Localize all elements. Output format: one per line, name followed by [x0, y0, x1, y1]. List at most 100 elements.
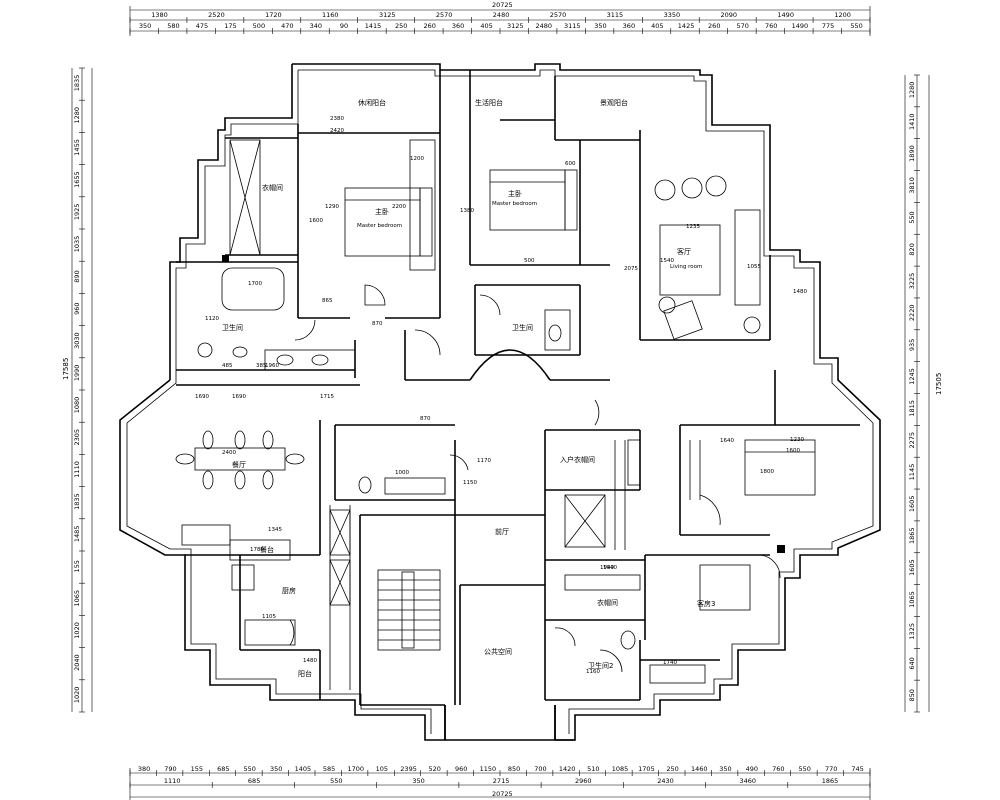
left-dim-label: 1455 — [73, 139, 81, 156]
bottom-dim-label: 585 — [323, 765, 335, 773]
top-dim-2-label: 405 — [480, 22, 492, 30]
left-dim-label: 2305 — [73, 429, 81, 446]
guest-bed — [744, 439, 816, 496]
bottom-dim-label: 510 — [587, 765, 599, 773]
bottom-dim-label: 1085 — [612, 765, 629, 773]
label-master-bedroom-en: Master bedroom — [357, 223, 402, 229]
top-dim-2-label: 500 — [253, 22, 265, 30]
left-dim-label: 155 — [73, 560, 81, 572]
interior-dim-label: 1170 — [477, 458, 491, 464]
furniture — [175, 139, 816, 684]
label-kitchen: 厨房 — [282, 586, 296, 595]
right-dim-row: 1280141018903810550820322522209351245181… — [908, 74, 920, 713]
vanity-top-left — [264, 349, 356, 371]
left-dimension-chain: 17585 1835128014551655192510358909603030… — [62, 67, 93, 713]
interior-dim-label: 1780 — [250, 547, 264, 553]
right-dimension-chain: 17505 1280141018903810550820322522209351… — [904, 74, 943, 713]
left-dim-label: 1080 — [73, 397, 81, 414]
bathtub — [221, 267, 285, 311]
right-dim-label: 550 — [908, 211, 916, 223]
right-dim-label: 1865 — [908, 527, 916, 544]
left-dim-label: 1020 — [73, 687, 81, 704]
label-guest-bedroom: 客房3 — [697, 599, 715, 608]
right-dim-label: 1280 — [908, 82, 916, 99]
label-public-space: 公共空间 — [484, 647, 512, 656]
top-dim-2-label: 250 — [395, 22, 407, 30]
label-dining: 餐厅 — [232, 460, 246, 469]
top-dim-2-label: 1490 — [792, 22, 809, 30]
total-width-top: 20725 — [492, 1, 513, 9]
bottom-dim-2-label: 1110 — [164, 777, 181, 785]
bottom-dim-label: 350 — [719, 765, 731, 773]
room-labels: 休闲阳台 生活阳台 景观阳台 衣帽间 主卧 Master bedroom 主卧 … — [222, 98, 715, 678]
right-dim-label: 1065 — [908, 591, 916, 608]
bottom-dim-2-label: 350 — [412, 777, 424, 785]
top-dim-label: 2480 — [493, 11, 510, 19]
interior-dim-label: 1230 — [790, 437, 804, 443]
bottom-dim-label: 760 — [772, 765, 784, 773]
top-dim-label: 2570 — [436, 11, 453, 19]
bottom-dim-label: 700 — [534, 765, 546, 773]
label-second-bedroom: 主卧 — [508, 189, 522, 198]
top-dim-label: 1720 — [265, 11, 282, 19]
bottom-dim-label: 1405 — [295, 765, 312, 773]
top-dim-2-label: 260 — [708, 22, 720, 30]
interior-dim-label: 865 — [322, 298, 333, 304]
bottom-dim-label: 1460 — [691, 765, 708, 773]
top-dim-2-label: 475 — [196, 22, 208, 30]
right-dim-label: 1890 — [908, 145, 916, 162]
left-dim-label: 1835 — [73, 493, 81, 510]
label-living-room: 客厅 — [677, 247, 691, 256]
right-dim-label: 3810 — [908, 177, 916, 194]
interior-dim-label: 2075 — [624, 266, 638, 272]
label-bath-top-left: 卫生间 — [222, 323, 243, 332]
top-dim-2-label: 405 — [651, 22, 663, 30]
left-dim-label: 3030 — [73, 332, 81, 349]
right-dim-label: 3225 — [908, 273, 916, 290]
bottom-dim-2-label: 685 — [248, 777, 260, 785]
right-dim-label: 935 — [908, 339, 916, 351]
bottom-dim-label: 105 — [376, 765, 388, 773]
interior-dim-label: 1290 — [325, 204, 339, 210]
interior-dim-label: 1600 — [786, 448, 800, 454]
interior-dim-label: 500 — [524, 258, 535, 264]
bottom-dim-label: 550 — [799, 765, 811, 773]
bottom-dim-2-label: 550 — [330, 777, 342, 785]
interior-dim-label: 2400 — [222, 450, 236, 456]
interior-dim-label: 1600 — [309, 218, 323, 224]
total-width-bottom: 20725 — [492, 790, 513, 798]
left-dim-label: 1485 — [73, 526, 81, 543]
left-dim-label: 1655 — [73, 171, 81, 188]
top-dim-2-label: 3125 — [507, 22, 524, 30]
left-dim-label: 1835 — [73, 75, 81, 92]
top-dim-label: 3125 — [379, 11, 396, 19]
bed-3 — [699, 564, 751, 611]
interior-dim-label: 600 — [565, 161, 576, 167]
top-dim-label: 1160 — [322, 11, 339, 19]
interior-dim-label: 1960 — [265, 363, 279, 369]
stair — [377, 569, 441, 651]
interior-dim-label: 1940 — [600, 565, 614, 571]
top-dim-label: 2520 — [208, 11, 225, 19]
interior-dim-label: 1480 — [303, 658, 317, 664]
label-living-balcony: 休闲阳台 — [358, 98, 386, 107]
interior-dim-label: 485 — [222, 363, 233, 369]
label-closet-bottom: 衣帽间 — [597, 598, 618, 607]
interior-dim-label: 2380 — [330, 116, 344, 122]
interior-dim-label: 1690 — [195, 394, 209, 400]
label-living-room-en: Living room — [670, 264, 702, 270]
interior-dim-label: 1105 — [262, 614, 276, 620]
interior-walls — [176, 70, 860, 706]
label-balcony: 景观阳台 — [600, 98, 628, 107]
bottom-dim-label: 850 — [508, 765, 520, 773]
right-dim-label: 1815 — [908, 400, 916, 417]
interior-dimensions: 2380242013802200129016001700865870120020… — [195, 116, 807, 675]
interior-dim-label: 1940 — [603, 565, 617, 571]
coffee-table — [659, 224, 721, 296]
interior-dim-label: 1690 — [232, 394, 246, 400]
outer-walls — [119, 63, 881, 741]
